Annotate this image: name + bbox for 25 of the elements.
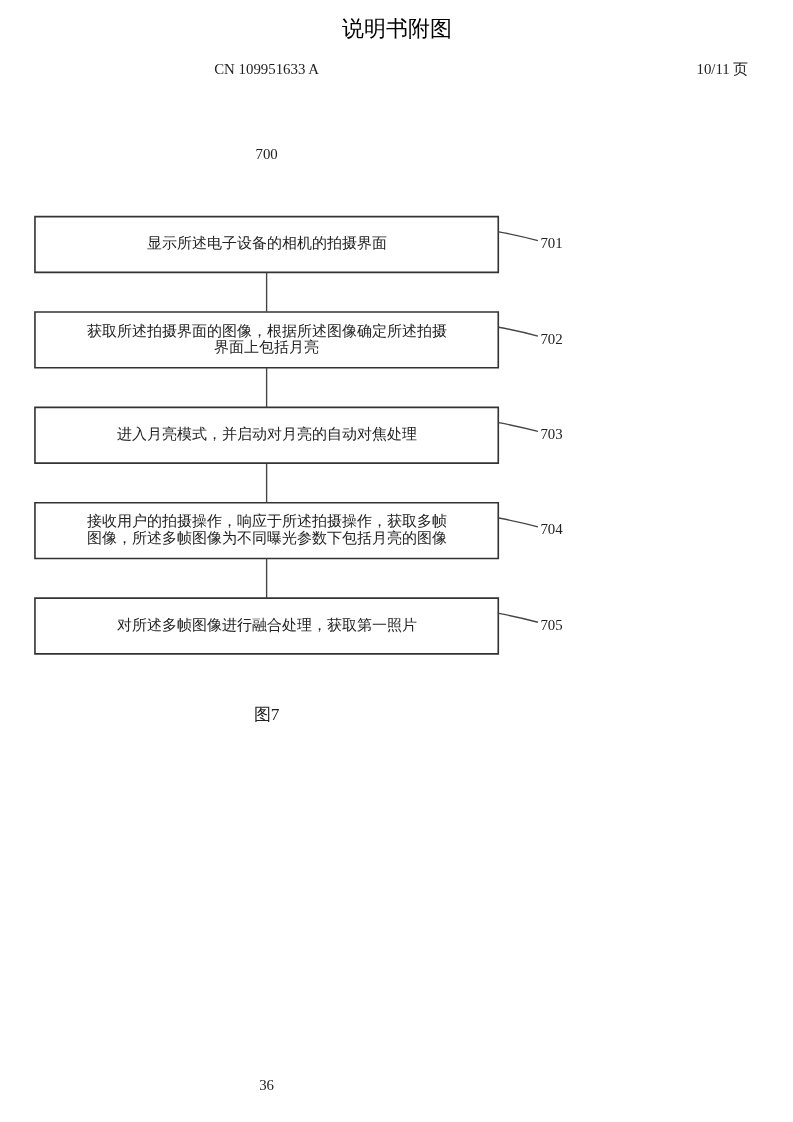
connector <box>265 558 267 599</box>
label: 36 <box>258 1077 274 1094</box>
connector <box>265 367 267 408</box>
connector <box>497 612 539 623</box>
connector <box>497 326 539 337</box>
connector <box>497 517 539 528</box>
node-text: 704 <box>539 521 563 538</box>
node-text: 705 <box>539 616 563 633</box>
connector <box>497 231 539 242</box>
node-text: 702 <box>539 330 563 347</box>
node-box: 获取所述拍摄界面的图像，根据所述图像确定所述拍摄界面上包括月亮 <box>33 311 499 369</box>
label: CN 109951633 A <box>213 61 319 78</box>
node-text: 701 <box>539 235 563 252</box>
connector <box>265 462 267 504</box>
diagram-title: 说明书附图 <box>341 16 452 42</box>
connector <box>265 271 267 313</box>
label: 700 <box>254 145 278 162</box>
node-box: 接收用户的拍摄操作，响应于所述拍摄操作，获取多帧图像，所述多帧图像为不同曝光参数下包括月亮的图像 <box>33 501 499 560</box>
label: 10/11 页 <box>695 61 749 78</box>
caption: 图7 <box>253 705 279 725</box>
node-box: 对所述多帧图像进行融合处理，获取第一照片 <box>33 597 499 655</box>
node-box: 进入月亮模式，并启动对月亮的自动对焦处理 <box>33 406 499 464</box>
node-box: 显示所述电子设备的相机的拍摄界面 <box>33 215 499 274</box>
connector <box>497 421 539 433</box>
node-text: 703 <box>539 426 563 443</box>
